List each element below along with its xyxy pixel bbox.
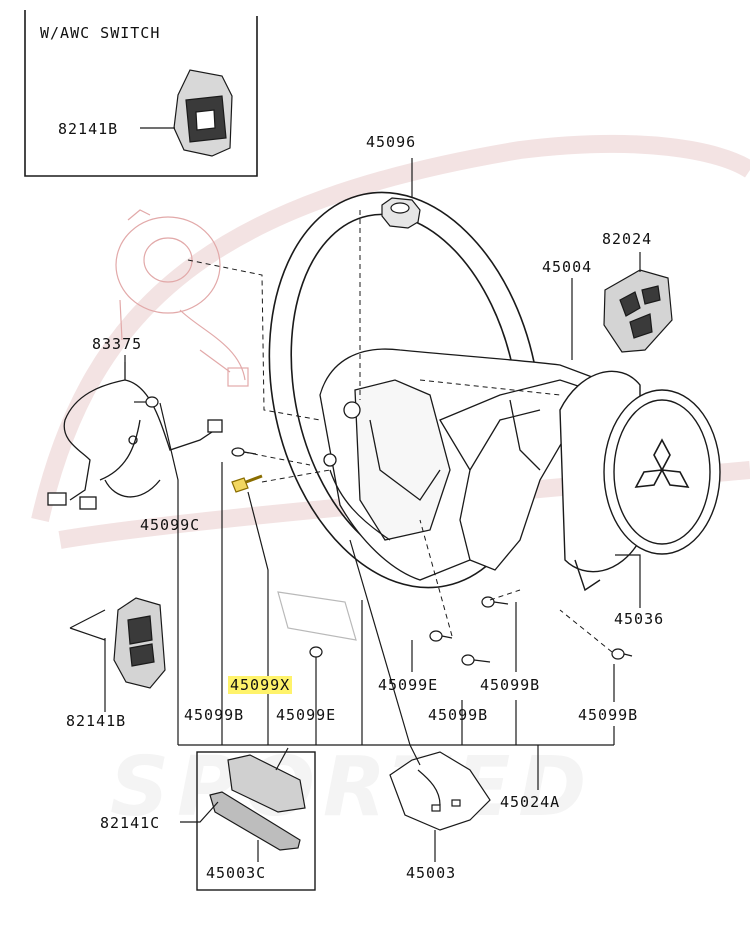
column-cover-45003-icon xyxy=(389,751,491,831)
part-label-45096: 45096 xyxy=(366,133,417,151)
wire-harness-83375 xyxy=(47,362,223,510)
part-label-45003: 45003 xyxy=(406,864,457,882)
inset-frame xyxy=(24,10,258,177)
part-label-45099x-highlighted: 45099X xyxy=(228,676,293,694)
part-label-45099b-d: 45099B xyxy=(578,706,639,724)
trim-pad-ghost xyxy=(277,591,357,641)
airbag-module-45036 xyxy=(559,370,721,592)
part-label-45099b-a: 45099B xyxy=(184,706,245,724)
part-label-45099b-c: 45099B xyxy=(428,706,489,724)
part-label-82024: 82024 xyxy=(602,230,653,248)
part-label-45099e-a: 45099E xyxy=(276,706,337,724)
part-label-82141b: 82141B xyxy=(66,712,127,730)
screw-icons xyxy=(231,447,633,668)
part-label-45099c: 45099C xyxy=(140,516,201,534)
part-label-45004: 45004 xyxy=(542,258,593,276)
inset-switch-icon xyxy=(140,69,233,157)
lower-parts-box xyxy=(196,751,316,891)
part-label-45003c: 45003C xyxy=(206,864,267,882)
part-label-83375: 83375 xyxy=(92,335,143,353)
cover-82141c-icon xyxy=(209,754,306,851)
dashed-leaders xyxy=(187,210,613,653)
nut-45096-icon xyxy=(381,197,421,229)
switch-82141b-icon xyxy=(113,597,166,689)
inset-title: W/AWC SWITCH xyxy=(40,24,161,42)
part-label-45036: 45036 xyxy=(614,610,665,628)
bolt-45099x-icon xyxy=(231,474,263,493)
watermark-text: SPORTED xyxy=(110,740,595,835)
part-label-82141b-inset: 82141B xyxy=(58,120,119,138)
part-label-45099e-b: 45099E xyxy=(378,676,439,694)
part-label-45099b-b: 45099B xyxy=(480,676,541,694)
switch-82024-icon xyxy=(603,269,673,353)
clock-spring-ghost xyxy=(115,209,249,387)
screw-45099c-icon xyxy=(134,396,159,408)
part-label-82141c: 82141C xyxy=(100,814,161,832)
part-label-45024a: 45024A xyxy=(500,793,561,811)
mitsubishi-logo-icon xyxy=(634,438,690,488)
lower-cover-45024a xyxy=(439,379,591,571)
